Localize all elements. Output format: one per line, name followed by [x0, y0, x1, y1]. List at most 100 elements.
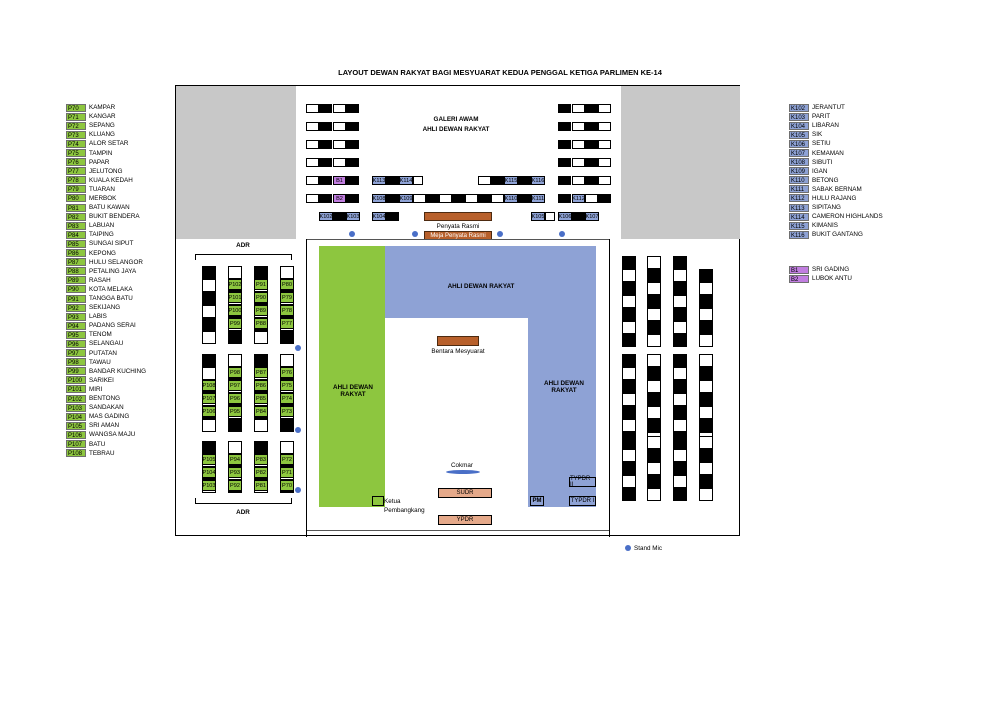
seat-p87[interactable]: P87 — [254, 367, 268, 378]
seat-k106[interactable]: K106 — [558, 212, 572, 221]
seat-white — [647, 488, 661, 501]
seat-k111[interactable]: K111 — [531, 194, 545, 203]
seat-k108[interactable]: K108 — [372, 194, 386, 203]
seat-p97[interactable]: P97 — [228, 380, 242, 391]
seat-k109[interactable]: K109 — [399, 194, 413, 203]
legend-name: TEBRAU — [89, 449, 115, 457]
seat-p98[interactable]: P98 — [228, 367, 242, 378]
legend-code: K113 — [789, 203, 809, 212]
seat-p88[interactable]: P88 — [254, 318, 268, 329]
seat-p76[interactable]: P76 — [280, 367, 294, 378]
seat-p94[interactable]: P94 — [228, 454, 242, 465]
seat-white — [647, 436, 661, 449]
typdr-2-seat[interactable]: TYPDR II — [569, 476, 596, 488]
seat-p84[interactable]: P84 — [254, 406, 268, 417]
seat-black — [673, 462, 687, 475]
legend-code: P101 — [66, 385, 86, 394]
seat-p99[interactable]: P99 — [228, 318, 242, 329]
seat-p90[interactable]: P90 — [254, 292, 268, 303]
legend-name: ALOR SETAR — [89, 140, 129, 148]
legend-name: MERBOK — [89, 194, 117, 202]
seat-black — [319, 176, 332, 185]
seat-p86[interactable]: P86 — [254, 380, 268, 391]
seat-black — [647, 295, 661, 308]
seat-k114[interactable]: K114 — [399, 176, 413, 185]
seat-k105[interactable]: K105 — [531, 212, 545, 221]
seat-p80[interactable]: P80 — [280, 279, 294, 290]
seat-p100[interactable]: P100 — [228, 305, 242, 316]
pm-seat[interactable]: PM — [530, 496, 544, 506]
seat-white — [673, 419, 687, 432]
legend-name: SANDAKAN — [89, 404, 124, 412]
seat-white — [622, 321, 636, 334]
seat-p79[interactable]: P79 — [280, 292, 294, 303]
seat-p71[interactable]: P71 — [280, 467, 294, 478]
seat-black — [228, 419, 242, 432]
seat-b1[interactable]: B1 — [333, 176, 346, 185]
legend-name: IGAN — [812, 167, 828, 175]
legend-code: P107 — [66, 440, 86, 449]
seat-p70[interactable]: P70 — [280, 480, 294, 491]
seat-k110[interactable]: K110 — [504, 194, 518, 203]
seat-p73[interactable]: P73 — [280, 406, 294, 417]
seat-white — [465, 194, 478, 203]
seat-p77[interactable]: P77 — [280, 318, 294, 329]
sudr-box[interactable]: SUDR — [438, 488, 492, 498]
seat-p104[interactable]: P104 — [202, 467, 216, 478]
seat-k107[interactable]: K107 — [585, 212, 599, 221]
seat-b2[interactable]: B2 — [333, 194, 346, 203]
legend-name: KAMPAR — [89, 104, 116, 112]
seat-black — [346, 176, 359, 185]
seat-white — [699, 380, 713, 393]
seat-white — [647, 354, 661, 367]
typdr-1-seat[interactable]: TYPDR I — [569, 496, 596, 506]
seat-k112[interactable]: K112 — [572, 194, 585, 203]
seat-k113[interactable]: K113 — [372, 176, 386, 185]
seat-k104[interactable]: K104 — [372, 212, 386, 221]
seat-black — [386, 194, 399, 203]
seat-p91[interactable]: P91 — [254, 279, 268, 290]
seat-p107[interactable]: P107 — [202, 393, 216, 404]
legend-name: PETALING JAYA — [89, 267, 137, 275]
seat-black — [598, 194, 611, 203]
seat-p105[interactable]: P105 — [202, 454, 216, 465]
seat-white — [254, 331, 268, 344]
seat-p74[interactable]: P74 — [280, 393, 294, 404]
seat-p85[interactable]: P85 — [254, 393, 268, 404]
seat-black — [585, 122, 598, 131]
seat-p101[interactable]: P101 — [228, 292, 242, 303]
seat-k103[interactable]: K103 — [346, 212, 360, 221]
seat-k102[interactable]: K102 — [319, 212, 333, 221]
ypdr-box[interactable]: YPDR — [438, 515, 492, 525]
seat-p95[interactable]: P95 — [228, 406, 242, 417]
seat-p108[interactable]: P108 — [202, 380, 216, 391]
penyata-rasmi-table — [424, 212, 492, 221]
seat-p93[interactable]: P93 — [228, 467, 242, 478]
seat-black — [202, 354, 216, 367]
legend-name: SEPANG — [89, 122, 115, 130]
seat-p96[interactable]: P96 — [228, 393, 242, 404]
seat-black — [558, 140, 571, 149]
seat-k115[interactable]: K115 — [504, 176, 518, 185]
ketua-pembangkang-seat[interactable] — [372, 496, 384, 506]
seat-p82[interactable]: P82 — [254, 467, 268, 478]
seat-p75[interactable]: P75 — [280, 380, 294, 391]
seat-p83[interactable]: P83 — [254, 454, 268, 465]
seat-p102[interactable]: P102 — [228, 279, 242, 290]
seat-p92[interactable]: P92 — [228, 480, 242, 491]
legend-name: SETIU — [812, 140, 831, 148]
seat-p81[interactable]: P81 — [254, 480, 268, 491]
seat-p89[interactable]: P89 — [254, 305, 268, 316]
seat-p78[interactable]: P78 — [280, 305, 294, 316]
seat-p72[interactable]: P72 — [280, 454, 294, 465]
seat-p103[interactable]: P103 — [202, 480, 216, 491]
legend-code: P80 — [66, 194, 86, 203]
legend-code: P74 — [66, 139, 86, 148]
seat-white — [333, 158, 346, 167]
seat-white — [572, 140, 585, 149]
seat-p106[interactable]: P106 — [202, 406, 216, 417]
seat-k116[interactable]: K116 — [531, 176, 545, 185]
